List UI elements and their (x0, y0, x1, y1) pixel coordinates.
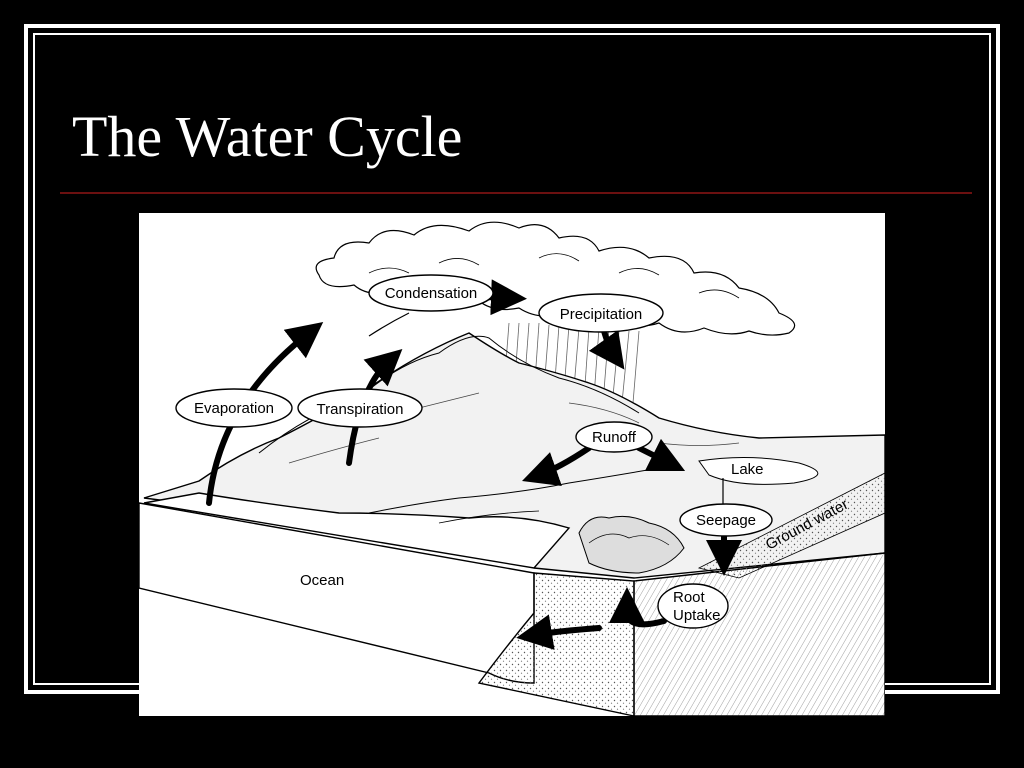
svg-text:Root: Root (673, 589, 706, 606)
root-uptake-arrow (609, 587, 667, 628)
condensation-pointer (368, 312, 410, 337)
water-cycle-diagram: Condensation Precipitation Evaporation T… (139, 213, 885, 716)
label-evaporation: Evaporation (175, 388, 293, 428)
runoff-arrow-left (522, 445, 592, 487)
slide-title: The Water Cycle (72, 104, 463, 169)
svg-text:Seepage: Seepage (696, 512, 756, 529)
svg-text:Transpiration: Transpiration (317, 401, 404, 418)
label-runoff: Runoff (575, 421, 653, 453)
label-condensation: Condensation (368, 274, 494, 312)
label-lake: Lake (731, 461, 764, 478)
svg-text:Precipitation: Precipitation (560, 306, 643, 323)
label-seepage: Seepage (679, 503, 773, 537)
label-transpiration: Transpiration (297, 388, 423, 428)
svg-text:Evaporation: Evaporation (194, 400, 274, 417)
label-ocean: Ocean (300, 572, 344, 589)
label-root-uptake: Root Uptake (657, 583, 729, 629)
title-divider (60, 192, 972, 194)
svg-text:Condensation: Condensation (385, 285, 478, 302)
precipitation-arrow (588, 328, 625, 370)
runoff-arrow-right (636, 438, 686, 472)
groundwater-outflow-arrow (516, 614, 602, 650)
label-precipitation: Precipitation (538, 293, 664, 333)
svg-text:Runoff: Runoff (592, 429, 637, 446)
svg-text:Uptake: Uptake (673, 607, 721, 624)
